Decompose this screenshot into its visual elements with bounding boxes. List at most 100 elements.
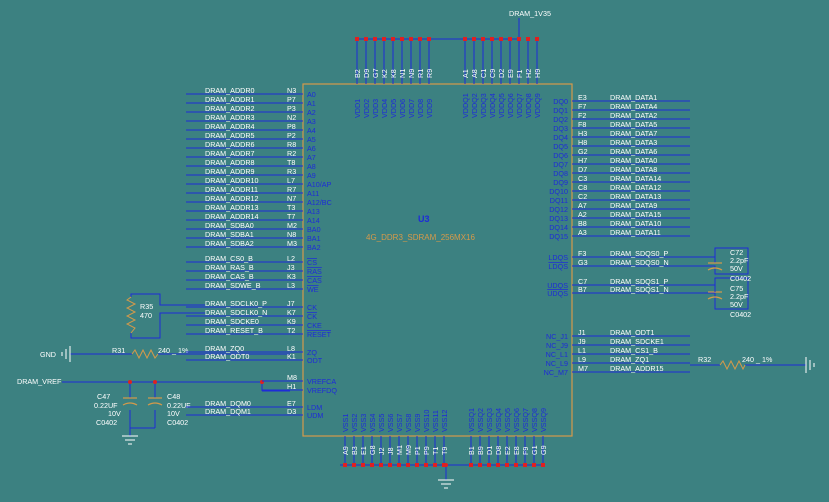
c48-ref: C48: [167, 392, 180, 401]
r31-resistor[interactable]: [131, 348, 159, 360]
pin-number: R7: [287, 185, 296, 194]
pin-bottom-end-M1: [397, 463, 401, 467]
pin-number: L1: [578, 346, 586, 355]
pin-number: J2: [377, 447, 386, 455]
net-label: DRAM_ADDR12: [205, 194, 259, 203]
pin-number: K2: [380, 69, 389, 78]
pin-name: NC_M7: [544, 368, 568, 377]
pin-number: H3: [578, 129, 587, 138]
pin-name: NC_L9: [546, 359, 568, 368]
pin-name: VDDQ6: [506, 93, 515, 118]
net-label: DRAM_DATA10: [610, 219, 661, 228]
pin-bottom-end-E8: [514, 463, 518, 467]
c75-value: 2.2pF: [730, 292, 749, 301]
r32-ref: R32: [698, 355, 711, 364]
pin-number: P1: [413, 446, 422, 455]
pin-number: D8: [494, 446, 503, 455]
u3-body[interactable]: [302, 83, 573, 437]
r32-value: 240 _ 1%: [742, 355, 773, 364]
pin-number: R8: [287, 140, 296, 149]
pin-number: G2: [578, 147, 588, 156]
pin-name: DQ15: [549, 232, 568, 241]
c72-plate-bottom[interactable]: [707, 267, 723, 271]
pin-top-end-H9: [535, 37, 539, 41]
c75-wire-p: [690, 277, 749, 296]
pin-bottom-end-T1: [433, 463, 437, 467]
c48-plate-bottom[interactable]: [147, 402, 163, 406]
pin-name: ODT: [307, 356, 323, 365]
net-label: DRAM_SDBA2: [205, 239, 254, 248]
c72-ref: C72: [730, 248, 743, 257]
pin-name: VREFCA: [307, 377, 336, 386]
junction-dot: [128, 380, 132, 384]
pin-number: A2: [578, 210, 587, 219]
pin-top-end-N1: [400, 37, 404, 41]
net-label: DRAM_DATA11: [610, 228, 661, 237]
pin-number: J3: [287, 263, 295, 272]
pin-number: E1: [359, 446, 368, 455]
pin-number: B9: [476, 446, 485, 455]
net-label: DRAM_ADDR4: [205, 122, 255, 131]
net-label: DRAM_SDQS1_P: [610, 277, 669, 286]
pin-name: DQ14: [549, 223, 568, 232]
c47-voltage: 10V: [108, 409, 121, 418]
pin-number: F3: [578, 249, 586, 258]
pin-name: CK: [307, 312, 317, 321]
pin-name: DQ4: [553, 133, 568, 142]
pin-top-end-D9: [364, 37, 368, 41]
r32-resistor[interactable]: [719, 359, 746, 371]
net-label: DRAM_DATA7: [610, 129, 657, 138]
pin-number: B8: [578, 219, 587, 228]
pin-number: L9: [578, 355, 586, 364]
pin-name: VDDQ3: [479, 93, 488, 118]
c75-package: C0402: [730, 310, 751, 319]
pin-number: K3: [287, 272, 296, 281]
net-label: DRAM_DATA14: [610, 174, 661, 183]
power-net-label: DRAM_1V35: [509, 9, 551, 18]
c48-voltage: 10V: [167, 409, 180, 418]
pin-number: A9: [341, 446, 350, 455]
pin-number: F1: [515, 70, 524, 78]
net-label: DRAM_ADDR11: [205, 185, 258, 194]
pin-number: M3: [287, 239, 297, 248]
pin-name: VSSQ4: [494, 408, 503, 432]
net-label: DRAM_DATA5: [610, 120, 657, 129]
pin-number: E3: [578, 93, 587, 102]
pin-name: DQ7: [553, 160, 568, 169]
pin-top-end-R9: [427, 37, 431, 41]
pin-number: H8: [578, 138, 587, 147]
pin-number: N9: [407, 69, 416, 78]
net-label: DRAM_DATA1: [610, 93, 657, 102]
pin-name: DQ11: [550, 196, 568, 205]
pin-number: A1: [461, 69, 470, 78]
pin-number: C7: [578, 277, 587, 286]
r35-resistor[interactable]: [125, 296, 137, 334]
pin-number: H7: [578, 156, 587, 165]
net-label: DRAM_SDQS0_N: [610, 258, 669, 267]
pin-number: T1: [431, 447, 440, 455]
r31-value: 240 _ 1%: [158, 346, 189, 355]
pin-number: L7: [287, 176, 295, 185]
pin-number: R2: [287, 149, 296, 158]
net-label: DRAM_ADDR13: [205, 203, 259, 212]
pin-number: P2: [287, 131, 296, 140]
c75-plate-bottom[interactable]: [707, 296, 723, 300]
pin-bottom-end-J8: [388, 463, 392, 467]
pin-number: B3: [350, 446, 359, 455]
pin-name: DQ1: [553, 106, 568, 115]
pin-name: VSSQ7: [521, 408, 530, 432]
pin-name: VSS12: [440, 410, 449, 432]
net-label: DRAM_SDQS0_P: [610, 249, 669, 258]
net-label: DRAM_DQM0: [205, 399, 251, 408]
net-label: DRAM_DATA8: [610, 165, 657, 174]
pin-name: A5: [307, 135, 316, 144]
c47-ref: C47: [97, 392, 110, 401]
pin-top-end-N9: [409, 37, 413, 41]
pin-name: A12/BC: [307, 198, 332, 207]
pin-number: A3: [578, 228, 587, 237]
pin-number: G3: [578, 258, 588, 267]
pin-number: T9: [440, 447, 449, 455]
c47-value: 0.22UF: [94, 401, 118, 410]
pin-name: VSS4: [368, 414, 377, 432]
c47-plate-bottom[interactable]: [122, 402, 138, 406]
